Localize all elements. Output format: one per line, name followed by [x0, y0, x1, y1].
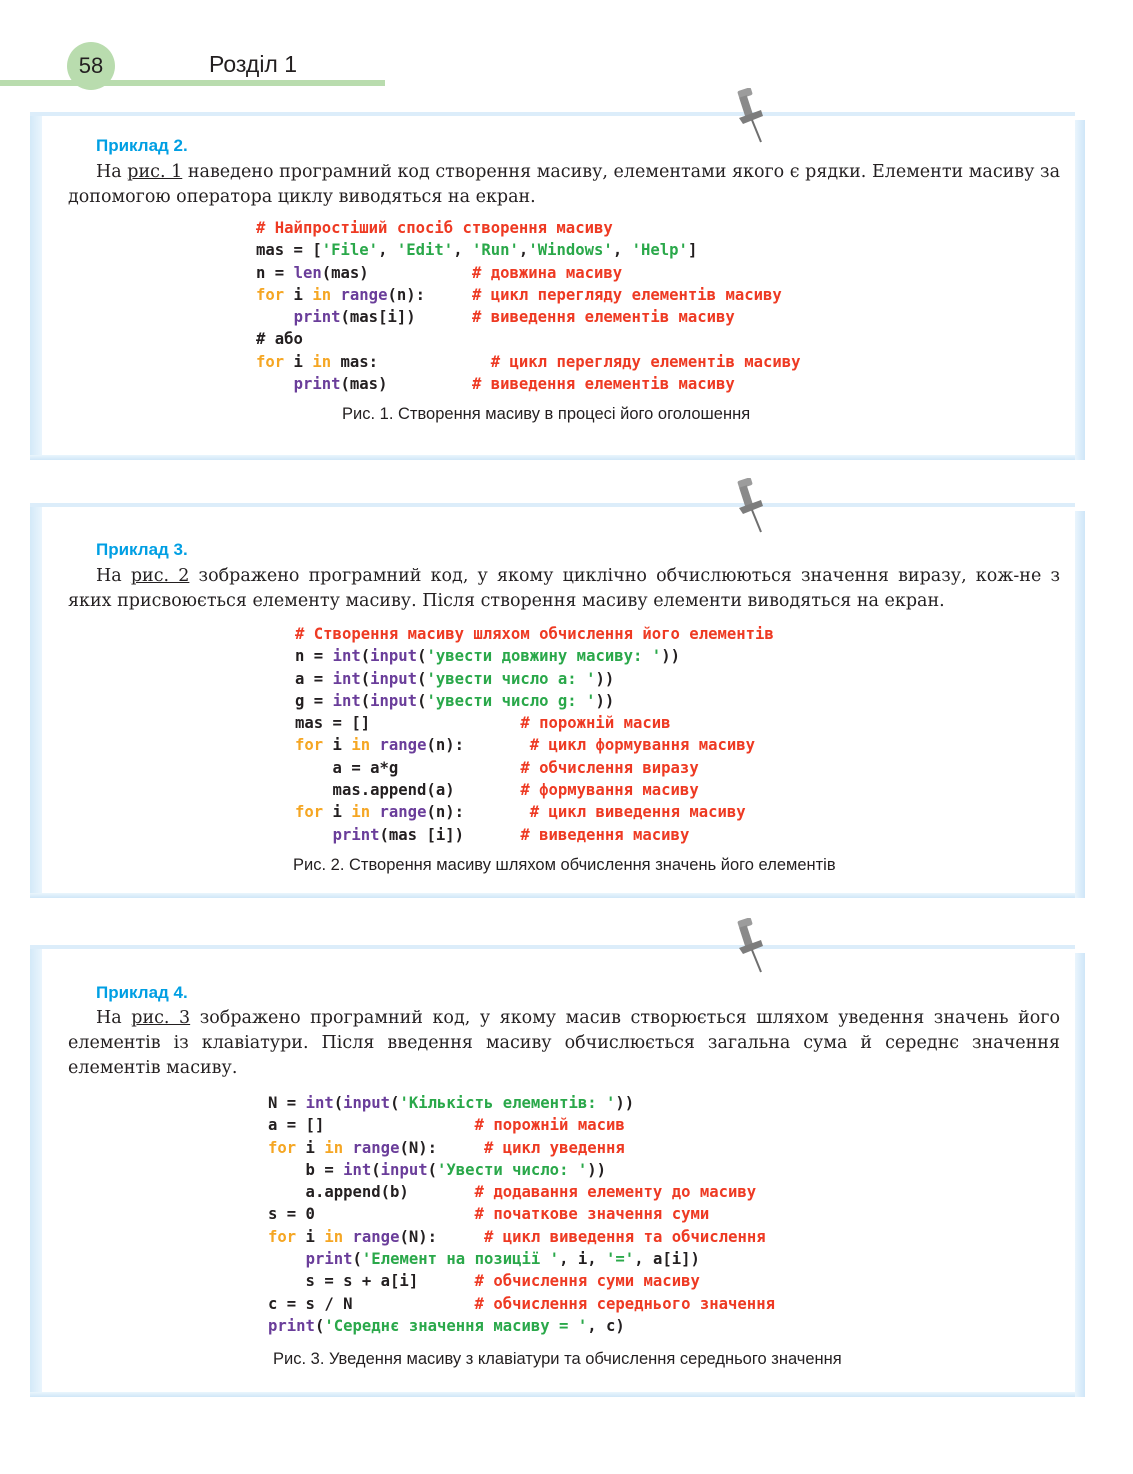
code-line: for i in range(n): # цикл формування мас…	[295, 736, 756, 755]
figure-caption: Рис. 2. Створення масиву шляхом обчислен…	[293, 856, 836, 874]
pushpin-icon	[737, 918, 763, 973]
figure-reference: рис. 2	[130, 566, 190, 586]
code-line: n = int(input('увести довжину масиву: ')…	[295, 647, 680, 666]
code-line: for i in range(n): # цикл перегляду елем…	[256, 285, 782, 304]
code-line: mas = [] # порожній масив	[295, 714, 671, 733]
code-listing: # Найпростіший спосіб створення масиву ma…	[256, 217, 801, 395]
code-line: print(mas [i]) # виведення масиву	[332, 825, 690, 844]
code-line: s = 0 # початкове значення суми	[268, 1205, 710, 1224]
code-line: a = [] # порожній масив	[268, 1116, 625, 1135]
code-line: n = len(mas) # довжина масиву	[256, 263, 623, 282]
section-title: Розділ 1	[209, 51, 298, 77]
code-line: # або	[256, 330, 303, 349]
page-number: 58	[78, 53, 104, 78]
example-panel-3	[30, 503, 1085, 898]
code-line: mas.append(a) # формування масиву	[295, 781, 699, 800]
code-line: print('Елемент на позиції ', i, '=', a[i…	[305, 1250, 700, 1269]
code-line: a = int(input('увести число a: '))	[295, 669, 615, 688]
code-line: print(mas) # виведення елементів масиву	[293, 375, 735, 394]
code-line: a.append(b) # додавання елементу до маси…	[268, 1183, 757, 1202]
example-panel-4	[30, 945, 1085, 1397]
figure-reference: рис. 3	[131, 1008, 191, 1028]
code-listing: # Створення масиву шляхом обчислення йог…	[295, 623, 774, 846]
figure-caption: Рис. 1. Створення масиву в процесі його …	[342, 405, 751, 423]
example-title: Приклад 2.	[96, 136, 188, 155]
header-rule	[0, 80, 385, 86]
code-line: N = int(input('Кількість елементів: '))	[268, 1094, 635, 1112]
code-line: c = s / N # обчислення середнього значен…	[268, 1294, 775, 1313]
code-line: print(mas[i]) # виведення елементів маси…	[293, 308, 735, 327]
example-title: Приклад 4.	[96, 983, 188, 1002]
example-panel-2	[30, 112, 1085, 460]
code-line: b = int(input('Увести число: '))	[268, 1160, 607, 1179]
code-line: for i in mas: # цикл перегляду елементів…	[256, 352, 801, 371]
code-line: mas = ['File', 'Edit', 'Run','Windows', …	[256, 241, 698, 260]
code-line: # Створення масиву шляхом обчислення йог…	[295, 625, 774, 643]
code-line: print('Середнє значення масиву = ', c)	[268, 1316, 625, 1335]
example-description: На рис. 1 наведено програмний код створе…	[68, 162, 1060, 207]
figure-reference: рис. 1	[127, 162, 183, 182]
example-description: На рис. 2 зображено програмний код, у як…	[68, 566, 1060, 611]
figure-caption: Рис. 3. Уведення масиву з клавіатури та …	[273, 1350, 842, 1368]
code-line: g = int(input('увести число g: '))	[295, 691, 615, 710]
code-line: s = s + a[i] # обчислення суми масиву	[268, 1272, 700, 1291]
pushpin-icon	[737, 478, 763, 533]
code-line: for i in range(N): # цикл виведення та о…	[268, 1227, 766, 1246]
pushpin-icon	[737, 88, 763, 143]
code-listing: N = int(input('Кількість елементів: ')) a…	[268, 1092, 775, 1337]
example-description: На рис. 3 зображено програмний код, у як…	[68, 1008, 1060, 1078]
code-line: for i in range(n): # цикл виведення маси…	[295, 803, 746, 822]
example-title: Приклад 3.	[96, 540, 188, 559]
code-line: # Найпростіший спосіб створення масиву	[256, 219, 613, 237]
code-line: for i in range(N): # цикл уведення	[268, 1138, 625, 1157]
code-line: a = a*g # обчислення виразу	[295, 758, 699, 777]
